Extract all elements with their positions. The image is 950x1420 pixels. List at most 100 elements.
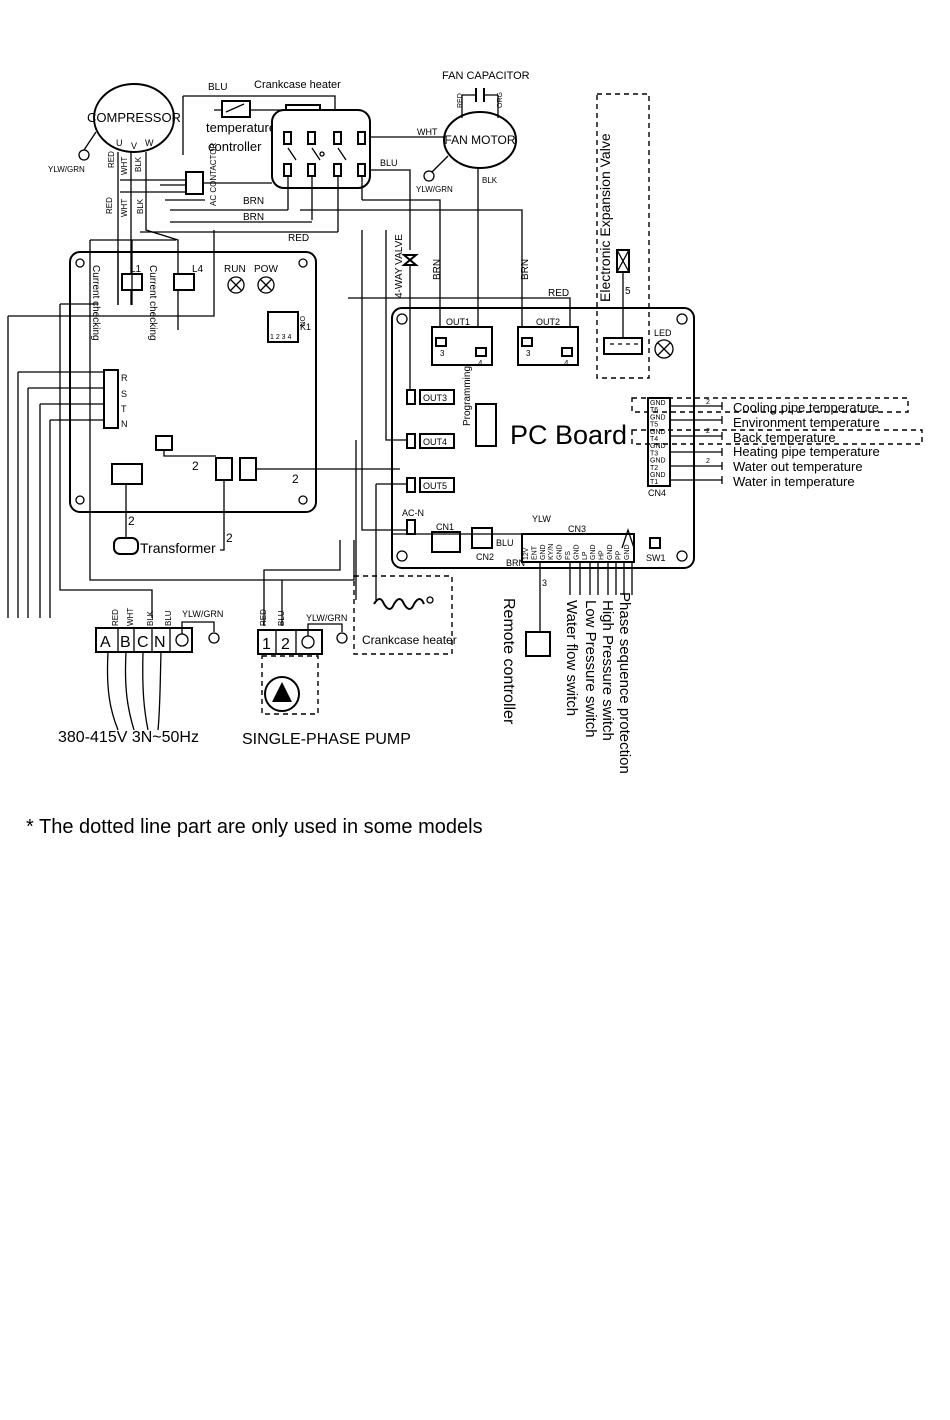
fan-cap-red: RED: [457, 93, 464, 108]
cn3-pin-label: 12V: [523, 547, 530, 560]
out5-label: OUT5: [423, 481, 447, 491]
tc-blu-label: BLU: [208, 82, 227, 93]
transformer-pin-2-b: 2: [226, 531, 233, 545]
terminal-t-label: T: [121, 404, 127, 414]
comp-wire-blk-2: BLK: [136, 198, 145, 214]
cn4-pin-2-b: 2: [706, 428, 710, 435]
cn4-label: CN4: [648, 488, 666, 498]
run-label: RUN: [224, 264, 246, 275]
sensor-water-out: Water out temperature: [733, 459, 863, 474]
transformer: 2 Transformer 2: [113, 480, 233, 556]
cn2-brn-label: BRN: [506, 558, 525, 568]
cn1-label: CN1: [436, 522, 454, 532]
high-pressure-switch-label: High Pressure switch: [599, 600, 616, 741]
term-blk-label: BLK: [146, 610, 155, 626]
terminal-b: B: [120, 634, 131, 651]
footnote: * The dotted line part are only used in …: [26, 816, 483, 838]
out1-label: OUT1: [446, 317, 470, 327]
out1-pin-4: 4: [478, 359, 483, 368]
out2-label: OUT2: [536, 317, 560, 327]
cn3-pin-label: ENT: [531, 545, 538, 560]
contactor-red-label: RED: [288, 233, 309, 244]
sensor-cooling-pipe: Cooling pipe temperature: [733, 400, 879, 415]
eev-pin-count: 5: [625, 286, 631, 297]
cn3-pin-label: GND: [624, 544, 631, 560]
pc-board-label: PC Board: [510, 420, 627, 450]
terminal-r-label: R: [121, 373, 128, 383]
cn4-pin-label: GND: [650, 443, 666, 450]
four-way-valve-label: 4-WAY VALVE: [394, 234, 405, 298]
compressor-w-label: W: [145, 138, 154, 148]
cn3-label: CN3: [568, 524, 586, 534]
cn4-pin-label: GND: [650, 472, 666, 479]
current-checking-label-2: Current checking: [147, 265, 158, 341]
sensor-water-in: Water in temperature: [733, 474, 855, 489]
power-terminal: RED WHT BLK BLU YLW/GRN A B C N 380-415V…: [58, 608, 223, 746]
fan-ground-label: YLW/GRN: [416, 185, 453, 194]
connector-pin-2-b: 2: [292, 472, 299, 486]
current-checking-label-1: Current checking: [90, 265, 101, 341]
fan-motor: FAN CAPACITOR RED ORG FAN MOTOR WHT BLU …: [370, 70, 530, 348]
cn3-pin-label: KY/N: [548, 544, 555, 560]
crankcase-heater-label: Crankcase heater: [362, 633, 457, 647]
remote-pin-3: 3: [542, 578, 547, 588]
crankcase-heater: Crankcase heater: [353, 575, 457, 655]
k1-label: K1: [300, 322, 311, 332]
pc-board: PC Board OUT1 3 4 OUT2 3 4 LED OUT3 OUT4…: [391, 307, 695, 569]
fan-blk-label: BLK: [482, 176, 498, 185]
pump-terminal-1: 1: [262, 636, 271, 653]
compressor-ground-label: YLW/GRN: [48, 165, 85, 174]
eev-label: Electronic Expansion Valve: [597, 133, 613, 302]
compressor-label: COMPRESSOR: [87, 110, 181, 125]
crankcase-heater-top-label: Crankcase heater: [254, 79, 341, 91]
single-phase-pump: RED BLU YLW/GRN 1 2 SINGLE-PHASE PUMP: [242, 540, 411, 748]
remote-controller-label: Remote controller: [500, 598, 517, 725]
ac-contactor: AC CONTACTOR BRN BRN RED: [140, 109, 371, 244]
out1-brn-label: BRN: [432, 259, 443, 280]
tc-temperature-label: temperature: [206, 120, 276, 135]
cn4-pin-label: GND: [650, 458, 666, 465]
term-red-label: RED: [111, 609, 120, 626]
l4-label: L4: [192, 264, 204, 275]
terminal-n: N: [154, 634, 166, 651]
l1-label: L1: [130, 264, 142, 275]
pow-label: POW: [254, 264, 278, 275]
cn4-pin-label: GND: [650, 400, 666, 407]
pump-terminal-2: 2: [281, 636, 290, 653]
cn3-pin-label: GND: [590, 544, 597, 560]
cn3-pin-label: GND: [557, 544, 564, 560]
four-way-valve: 4-WAY VALVE: [385, 230, 419, 441]
cn4-pin-label: T6: [650, 407, 658, 414]
transformer-pin-2: 2: [128, 514, 135, 528]
term-wht-label: WHT: [126, 608, 135, 626]
programming-label: Programming: [462, 366, 473, 426]
fan-blu-label: BLU: [380, 158, 398, 168]
comp-wire-wht: WHT: [120, 157, 129, 175]
cn3-ylw-label: YLW: [532, 514, 551, 524]
fan-motor-label: FAN MOTOR: [444, 133, 515, 147]
cn4-pin-label: T1: [650, 479, 658, 486]
comp-wire-wht-2: WHT: [120, 199, 129, 217]
sensor-back: Back temperature: [733, 430, 836, 445]
comp-wire-blk: BLK: [134, 156, 143, 172]
tc-controller-label: controller: [208, 139, 262, 154]
contactor-brn-label-2: BRN: [243, 212, 264, 223]
cn3-pin-label: GND: [540, 544, 547, 560]
supply-voltage-label: 380-415V 3N~50Hz: [58, 729, 199, 746]
sensor-environment: Environment temperature: [733, 415, 880, 430]
ac-n-label: AC-N: [402, 508, 424, 518]
led-label: LED: [654, 328, 672, 338]
fan-cap-org: ORG: [497, 92, 504, 108]
contactor-brn-label-1: BRN: [243, 196, 264, 207]
cn4-pin-label: GND: [650, 429, 666, 436]
sw1-label: SW1: [646, 553, 666, 563]
terminal-a: A: [100, 634, 111, 651]
out1-pin-3: 3: [440, 349, 445, 358]
sensor-heating-pipe: Heating pipe temperature: [733, 444, 880, 459]
cn3-pin-label: LP: [582, 551, 589, 560]
out2-pin-4: 4: [564, 359, 569, 368]
